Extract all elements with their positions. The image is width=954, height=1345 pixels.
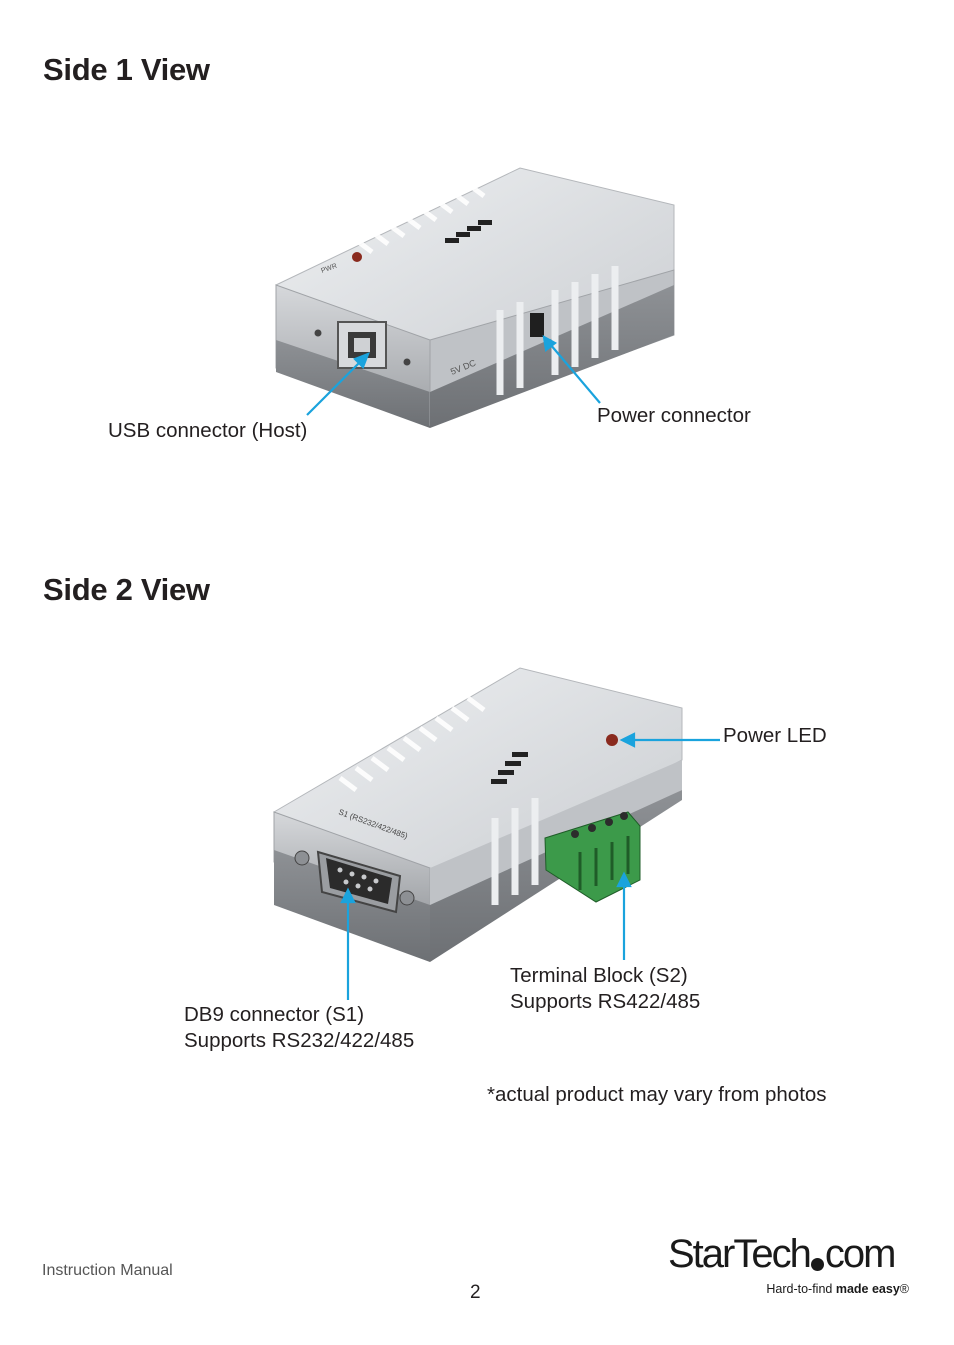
terminal-callout-arrow — [616, 871, 632, 888]
logo-part2: com — [824, 1232, 897, 1276]
power-connector-label: Power connector — [597, 404, 751, 427]
footer-manual-label: Instruction Manual — [42, 1262, 173, 1279]
side1-heading: Side 1 View — [43, 52, 210, 87]
db9-connector-label: DB9 connector (S1) Supports RS232/422/48… — [184, 1002, 414, 1054]
tagline-mark: ® — [899, 1282, 909, 1296]
page-number: 2 — [470, 1282, 481, 1303]
usb-connector-label: USB connector (Host) — [108, 419, 308, 442]
power-connector-callout-arrow — [542, 334, 558, 353]
tagline-regular: Hard-to-find — [766, 1282, 836, 1296]
logo-part1: StarTech — [668, 1232, 812, 1276]
side2-heading: Side 2 View — [43, 572, 210, 607]
power-led-label: Power LED — [723, 724, 827, 747]
side2-device-photo: S1 (RS232/422/485) — [272, 667, 683, 962]
tagline-bold: made easy — [835, 1282, 900, 1296]
side1-device-photo: 5V DC PWR — [275, 167, 675, 428]
power-connector-callout-line — [549, 343, 601, 404]
power-led-callout-arrow — [619, 732, 636, 748]
terminal-block-line2: Supports RS422/485 — [510, 990, 701, 1013]
usb-callout-line — [306, 359, 363, 416]
db9-line2: Supports RS232/422/485 — [184, 1029, 415, 1052]
logo-dot-icon — [810, 1258, 824, 1271]
usb-callout-arrow — [353, 352, 370, 369]
terminal-block-line1: Terminal Block (S2) — [510, 964, 688, 987]
terminal-block-label: Terminal Block (S2) Supports RS422/485 — [510, 963, 700, 1015]
db9-callout-arrow — [340, 887, 356, 904]
logo-wordmark: StarTech com — [668, 1230, 897, 1278]
photo-disclaimer: *actual product may vary from photos — [487, 1083, 827, 1106]
logo-tagline: Hard-to-find made easy® — [766, 1282, 909, 1296]
startech-logo: StarTech com Hard-to-find made easy® — [668, 1230, 913, 1302]
db9-line1: DB9 connector (S1) — [184, 1003, 365, 1026]
